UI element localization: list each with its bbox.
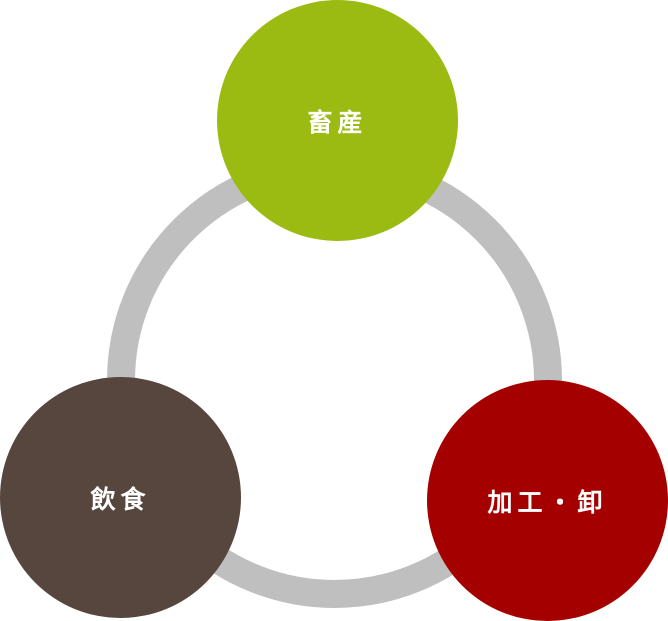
node-food: 飲食 xyxy=(0,377,241,618)
node-processing: 加工・卸 xyxy=(427,380,668,621)
node-livestock-label: 畜産 xyxy=(307,107,368,137)
node-livestock: 畜産 xyxy=(217,0,458,241)
node-food-label: 飲食 xyxy=(90,484,151,514)
node-processing-label: 加工・卸 xyxy=(487,487,608,517)
